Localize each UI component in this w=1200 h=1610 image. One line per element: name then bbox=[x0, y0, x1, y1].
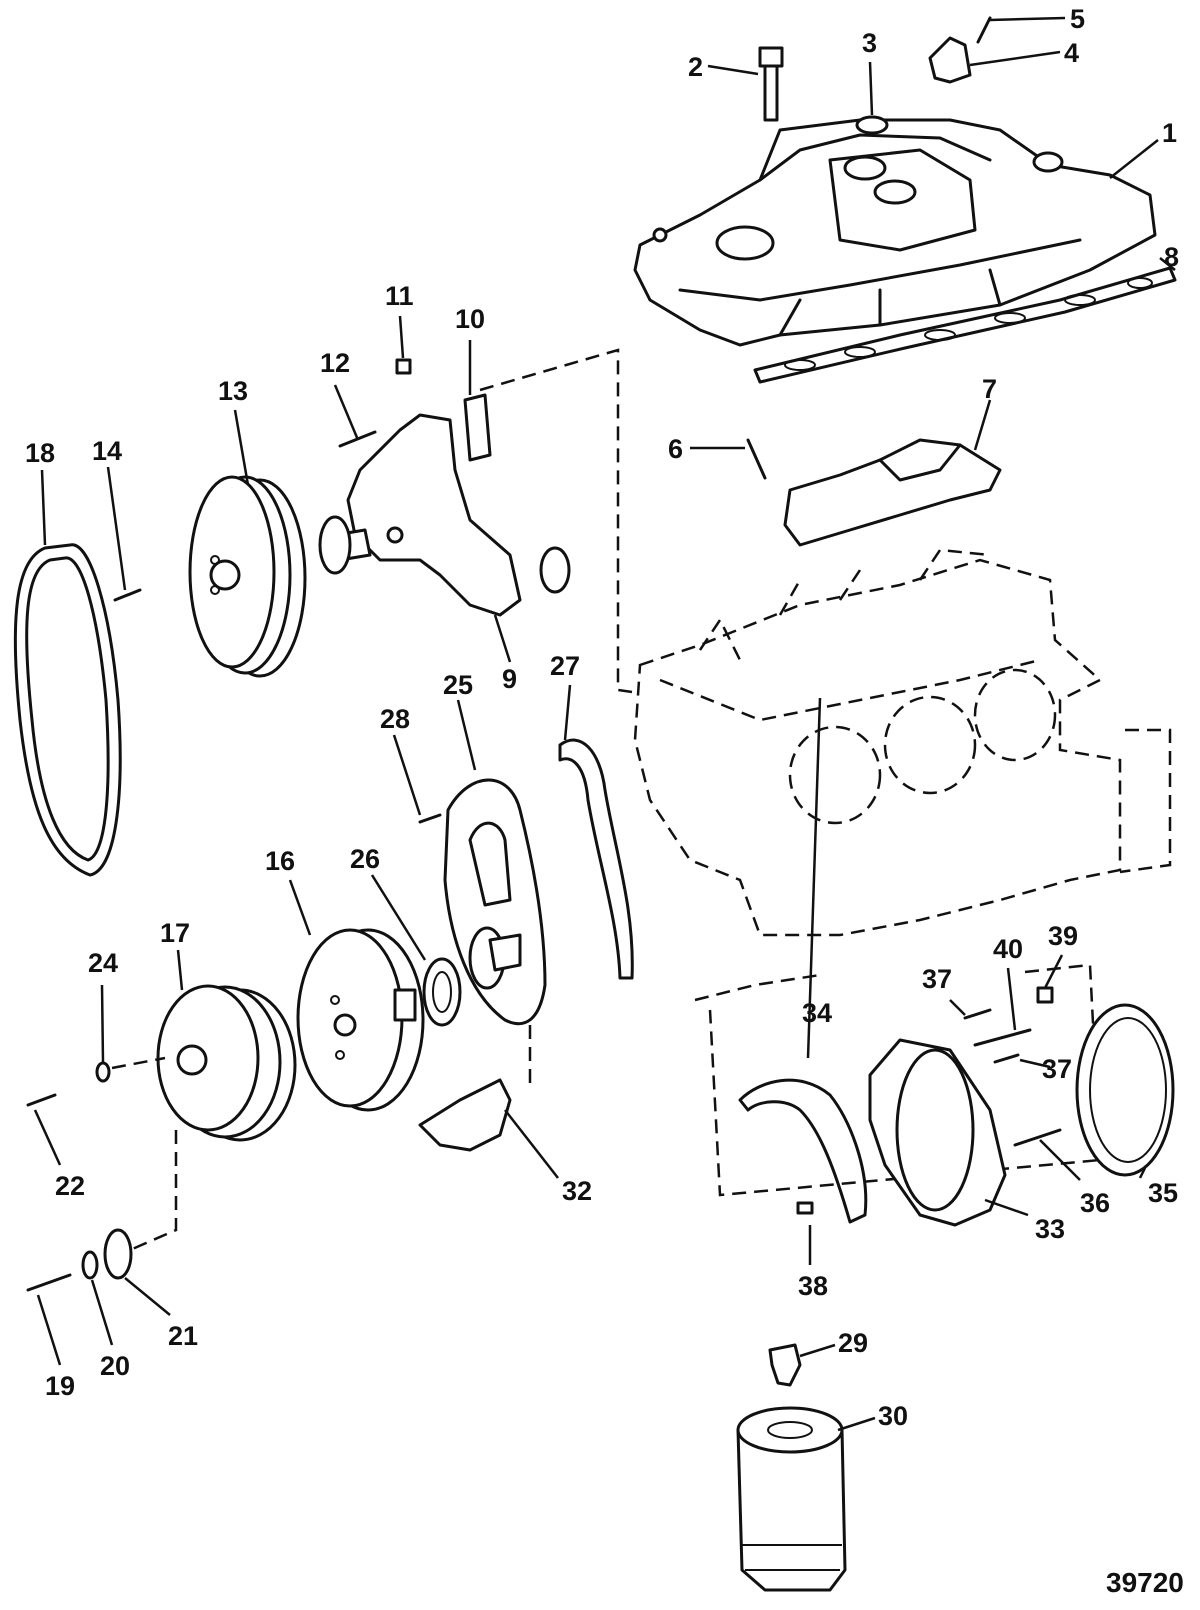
manifold-bracket bbox=[928, 36, 972, 84]
manifold-washer bbox=[855, 115, 889, 135]
callout-5: 5 bbox=[1070, 4, 1085, 34]
callout-32: 32 bbox=[562, 1176, 592, 1206]
callout-13: 13 bbox=[218, 376, 248, 406]
water-pump bbox=[318, 413, 571, 617]
callout-22: 22 bbox=[55, 1171, 85, 1201]
callout-16: 16 bbox=[265, 846, 295, 876]
callout-38: 38 bbox=[798, 1271, 828, 1301]
callout-12: 12 bbox=[320, 348, 350, 378]
rear-seal-housing bbox=[868, 1038, 1007, 1227]
balancer-bolt bbox=[26, 1273, 72, 1292]
engine-block bbox=[479, 348, 1172, 937]
heat-shield bbox=[783, 438, 1002, 547]
oil-filter bbox=[736, 1406, 847, 1592]
rear-seal-gasket bbox=[738, 1078, 868, 1224]
bracket-screw bbox=[976, 16, 992, 44]
alignment-pin bbox=[796, 1201, 814, 1215]
callout-36: 36 bbox=[1080, 1188, 1110, 1218]
drive-belt bbox=[13, 543, 122, 877]
callout-19: 19 bbox=[45, 1371, 75, 1401]
housing-bolt bbox=[1013, 1128, 1062, 1147]
harmonic-balancer bbox=[156, 984, 297, 1142]
callout-7: 7 bbox=[982, 374, 997, 404]
housing-screw-lower bbox=[993, 1053, 1020, 1064]
housing-stud bbox=[973, 1028, 1032, 1047]
figure-reference-number: 39720 bbox=[1106, 1567, 1184, 1598]
callout-24: 24 bbox=[88, 948, 118, 978]
callout-29: 29 bbox=[838, 1328, 868, 1358]
housing-screw-upper bbox=[963, 1008, 992, 1020]
callout-9: 9 bbox=[502, 664, 517, 694]
callout-20: 20 bbox=[100, 1351, 130, 1381]
front-oil-seal bbox=[422, 957, 462, 1027]
water-pump-gasket bbox=[463, 393, 492, 462]
pump-nut bbox=[395, 358, 412, 375]
lock-washer bbox=[81, 1250, 99, 1280]
balancer-washer bbox=[95, 1061, 111, 1083]
balancer-plate-washer bbox=[103, 1228, 133, 1280]
front-cover-gasket bbox=[558, 738, 634, 980]
callout-10: 10 bbox=[455, 304, 485, 334]
callout-39: 39 bbox=[1048, 921, 1078, 951]
callout-11: 11 bbox=[385, 281, 414, 311]
timing-bracket bbox=[418, 1078, 512, 1152]
dowel-pin bbox=[746, 438, 767, 480]
callout-37-lower: 37 bbox=[1042, 1054, 1072, 1084]
callout-21: 21 bbox=[168, 1321, 198, 1351]
callout-6: 6 bbox=[668, 434, 683, 464]
callout-17: 17 bbox=[160, 918, 190, 948]
housing-nut bbox=[1036, 986, 1054, 1004]
callout-40: 40 bbox=[993, 934, 1023, 964]
oil-filter-fitting bbox=[768, 1343, 802, 1387]
callout-25: 25 bbox=[443, 670, 473, 700]
callout-37-upper: 37 bbox=[922, 964, 952, 994]
callout-30: 30 bbox=[878, 1401, 908, 1431]
callout-1: 1 bbox=[1162, 118, 1177, 148]
callout-2: 2 bbox=[688, 52, 703, 82]
pulley-bolt bbox=[113, 588, 142, 602]
intake-manifold bbox=[633, 118, 1157, 347]
callout-labels: 1 2 3 4 5 6 7 8 9 10 11 12 13 14 16 17 1… bbox=[25, 4, 1184, 1598]
timing-chain-cover bbox=[443, 778, 547, 1026]
water-pump-pulley bbox=[188, 475, 307, 678]
callout-35: 35 bbox=[1148, 1178, 1178, 1208]
crankshaft-pulley bbox=[296, 928, 425, 1112]
manifold-bolt bbox=[758, 46, 784, 122]
callout-3: 3 bbox=[862, 28, 877, 58]
callout-26: 26 bbox=[350, 844, 380, 874]
callout-4: 4 bbox=[1064, 38, 1079, 68]
callout-27: 27 bbox=[550, 651, 580, 681]
balancer-bolt-short bbox=[26, 1093, 57, 1107]
callout-33: 33 bbox=[1035, 1214, 1065, 1244]
rear-main-seal bbox=[1075, 1003, 1175, 1177]
callout-28: 28 bbox=[380, 704, 410, 734]
callout-18: 18 bbox=[25, 438, 55, 468]
cover-bolt bbox=[418, 813, 442, 824]
callout-8: 8 bbox=[1164, 242, 1179, 272]
callout-14: 14 bbox=[92, 436, 122, 466]
leader-lines bbox=[33, 16, 1176, 1432]
intake-manifold-gasket bbox=[753, 266, 1177, 384]
callout-34: 34 bbox=[802, 998, 832, 1028]
